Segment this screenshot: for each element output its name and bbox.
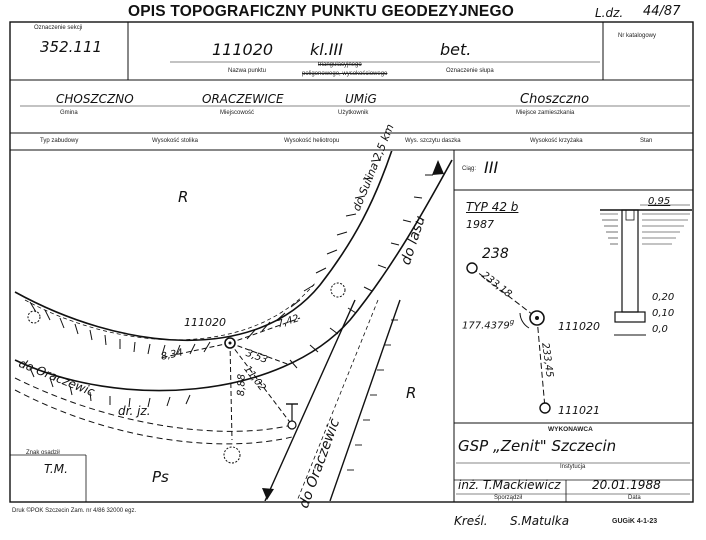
locality-value: ORACZEWICE	[202, 92, 284, 106]
neighbor-point-bottom: 111021	[558, 404, 600, 417]
form-code: GUGiK 4-1-23	[612, 518, 658, 525]
drew-label: Kreśl.	[454, 514, 488, 528]
form-title: OPIS TOPOGRAFICZNY PUNKTU GEODEZYJNEGO	[128, 3, 514, 20]
ciag-value: III	[484, 158, 499, 177]
section-095: 0,95	[648, 196, 671, 207]
heliotrope-height-label: Wysokość heliotropu	[284, 138, 340, 144]
board-top-height-label: Wys. szczytu daszka	[405, 138, 461, 144]
neighbor-point-top: 238	[482, 246, 509, 262]
marker-year: 1987	[466, 218, 494, 231]
gmina-label: Gmina	[60, 110, 78, 116]
gmina-value: CHOSZCZNO	[56, 92, 134, 106]
sheet-value: 352.111	[40, 38, 103, 56]
road-label-dr: dr. jz.	[118, 404, 151, 418]
ldz-label: L.dz.	[595, 6, 624, 20]
residence-label: Miejsce zamieszkania	[516, 110, 575, 116]
angle-value: 177.4379g	[462, 318, 515, 332]
institution-value: GSP „Zenit" Szczecin	[458, 437, 617, 455]
polygon-label: poligonowego, wysokościowego	[302, 71, 388, 77]
mark-label: Znak osadził	[26, 450, 60, 456]
table-height-label: Wysokość stolika	[152, 138, 198, 144]
institution-label: Instytucja	[560, 464, 586, 470]
user-value: UMiG	[345, 92, 377, 106]
distance-5: 8,88	[236, 373, 248, 397]
marker-label: Oznaczenie słupa	[446, 68, 494, 74]
date-label: Data	[628, 495, 641, 501]
triang-label: triangulacyjnego	[318, 62, 362, 68]
print-info: Druk ©POK Szczecin Zam. nr 4/86 32000 eg…	[12, 508, 137, 514]
area-label-r1: R	[178, 188, 189, 206]
point-name-label: Nazwa punktu	[228, 68, 267, 74]
ciag-label: Ciąg:	[462, 166, 477, 172]
area-label-ps: Ps	[152, 468, 169, 486]
section-010: 0,10	[652, 308, 675, 319]
point-class: kl.III	[310, 40, 343, 59]
author-value: inż. T.Mackiewicz	[458, 478, 561, 492]
performer-label: WYKONAWCA	[548, 426, 593, 433]
user-label: Użytkownik	[338, 110, 369, 116]
mark-value: T.M.	[44, 462, 68, 476]
area-label-r2: R	[406, 384, 417, 402]
section-00: 0,0	[652, 324, 668, 335]
locality-label: Miejscowość	[220, 110, 255, 116]
marker-type-code: TYP 42 b	[466, 200, 519, 214]
ldz-value: 44/87	[643, 4, 681, 19]
sheet-label: Oznaczenie sekcji	[34, 25, 83, 31]
section-020: 0,20	[652, 292, 675, 303]
build-type-label: Typ zabudowy	[40, 138, 79, 144]
state-label: Stan	[640, 138, 653, 144]
cross-height-label: Wysokość krzyżaka	[530, 138, 583, 144]
author-label: Sporządził	[494, 495, 523, 501]
point-label-sketch: 111020	[184, 316, 226, 329]
marker-type: bet.	[440, 40, 472, 59]
drew-value: S.Matulka	[510, 514, 570, 528]
date-value: 20.01.1988	[592, 478, 661, 492]
point-number: 111020	[212, 40, 274, 59]
center-point-label: 111020	[558, 320, 600, 333]
catalog-label: Nr katalogowy	[618, 33, 657, 39]
residence-value: Choszczno	[520, 92, 590, 107]
